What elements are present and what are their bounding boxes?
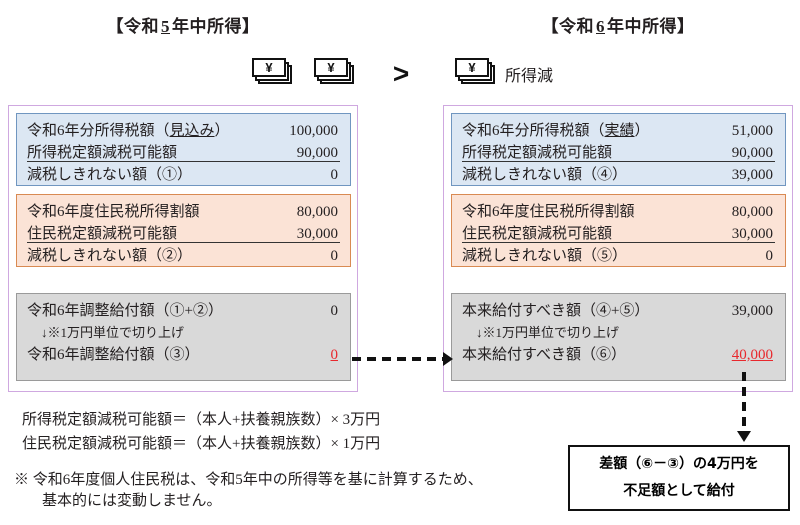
money-stack-icon: ¥ [252,58,292,84]
row-value: 30,000 [731,226,773,242]
row-value: 0 [330,167,339,183]
table-row: 所得税定額減税可能額 90,000 [462,142,775,164]
row-label: 令和6年度住民税所得割額 [462,204,635,220]
right-header-year: 6 [596,17,605,36]
right-resident-tax-box: 令和6年度住民税所得割額 80,000 住民税定額減税可能額 30,000 減税… [451,194,786,267]
yen-symbol-icon: ¥ [327,60,335,75]
table-row: 令和6年度住民税所得割額 80,000 [27,201,340,223]
callout-line-2: 不足額として給付 [623,483,735,499]
left-money-icons: ¥¥ [252,58,376,94]
right-income-tax-box: 令和6年分所得税額（実績） 51,000 所得税定額減税可能額 90,000 減… [451,113,786,186]
row-label: 令和6年分所得税額（見込み） [27,123,230,139]
roundup-note: ↓※1万円単位で切り上げ [27,322,340,344]
left-header-pre: 【令和 [106,17,159,36]
right-money-icons: ¥ [455,58,495,94]
right-adjustment-box: 本来給付すべき額（④+⑤） 39,000 ↓※1万円単位で切り上げ 本来給付すべ… [451,293,786,381]
vertical-dashed-arrow [737,372,751,442]
row-label: 令和6年度住民税所得割額 [27,204,200,220]
row-label: 減税しきれない額（④） [462,167,628,183]
row-label: 住民税定額減税可能額 [462,226,613,242]
row-value: 39,000 [731,167,773,183]
right-header-post: 年中所得】 [607,17,695,36]
footnote: ※ 令和6年度個人住民税は、令和5年中の所得等を基に計算するため、 基本的には変… [14,468,483,510]
footnote-line-2: 基本的には変動しません。 [42,493,222,509]
row-value: 0 [765,248,774,264]
formula-resident-tax: 住民税定額減税可能額＝（本人+扶養親族数）× 1万円 [22,436,381,452]
row-label: 減税しきれない額（②） [27,248,193,264]
row-value: 100,000 [289,123,338,139]
table-row: 減税しきれない額（④） 39,000 [462,164,775,186]
table-row: 本来給付すべき額（④+⑤） 39,000 [462,300,775,322]
row-value-highlight: 40,000 [731,347,773,363]
row-label: 所得税定額減税可能額 [27,145,178,161]
row-value: 90,000 [296,145,338,161]
greater-than-sign: > [392,58,410,89]
row-label: 減税しきれない額（①） [27,167,193,183]
table-row: 本来給付すべき額（⑥） 40,000 [462,344,775,366]
yen-symbol-icon: ¥ [468,60,476,75]
row-label: 本来給付すべき額（④+⑤） [462,303,650,319]
formula-income-tax: 所得税定額減税可能額＝（本人+扶養親族数）× 3万円 [22,412,381,428]
row-label: 本来給付すべき額（⑥） [462,347,626,363]
left-header-year: 5 [161,17,170,36]
horizontal-dashed-arrow [352,352,453,366]
table-row: 令和6年分所得税額（見込み） 100,000 [27,120,340,142]
row-label: 令和6年調整給付額（③） [27,347,200,363]
row-value: 51,000 [731,123,773,139]
arrow-head-icon [737,431,751,442]
income-decrease-label: 所得減 [505,68,554,85]
left-income-tax-box: 令和6年分所得税額（見込み） 100,000 所得税定額減税可能額 90,000… [16,113,351,186]
arrow-head-icon [443,352,453,366]
left-header-post: 年中所得】 [172,17,260,36]
left-resident-tax-box: 令和6年度住民税所得割額 80,000 住民税定額減税可能額 30,000 減税… [16,194,351,267]
table-row: 所得税定額減税可能額 90,000 [27,142,340,164]
table-row: 住民税定額減税可能額 30,000 [462,223,775,245]
roundup-note: ↓※1万円単位で切り上げ [462,322,775,344]
row-value: 0 [330,248,339,264]
table-row: 減税しきれない額（②） 0 [27,245,340,267]
footnote-line-1: ※ 令和6年度個人住民税は、令和5年中の所得等を基に計算するため、 [14,472,483,488]
row-label: 住民税定額減税可能額 [27,226,178,242]
table-row: 令和6年度住民税所得割額 80,000 [462,201,775,223]
row-value-highlight: 0 [330,347,339,363]
table-row: 令和6年調整給付額（①+②） 0 [27,300,340,322]
row-label: ↓※1万円単位で切り上げ [41,325,185,340]
table-row: 減税しきれない額（①） 0 [27,164,340,186]
row-label: 減税しきれない額（⑤） [462,248,628,264]
table-row: 住民税定額減税可能額 30,000 [27,223,340,245]
row-value: 30,000 [296,226,338,242]
yen-symbol-icon: ¥ [265,60,273,75]
row-value: 39,000 [731,303,773,319]
row-label: 令和6年分所得税額（実績） [462,123,650,139]
left-adjustment-box: 令和6年調整給付額（①+②） 0 ↓※1万円単位で切り上げ 令和6年調整給付額（… [16,293,351,381]
callout-line-1: 差額（⑥－③）の4万円を [599,456,759,472]
right-header-pre: 【令和 [541,17,594,36]
row-label: 令和6年調整給付額（①+②） [27,303,223,319]
row-value: 80,000 [296,204,338,220]
row-label: 所得税定額減税可能額 [462,145,613,161]
row-value: 0 [330,303,339,319]
table-row: 減税しきれない額（⑤） 0 [462,245,775,267]
table-row: 令和6年分所得税額（実績） 51,000 [462,120,775,142]
left-panel: 令和6年分所得税額（見込み） 100,000 所得税定額減税可能額 90,000… [8,105,358,392]
table-row: 令和6年調整給付額（③） 0 [27,344,340,366]
money-stack-icon: ¥ [314,58,354,84]
row-label: ↓※1万円単位で切り上げ [476,325,620,340]
row-value: 80,000 [731,204,773,220]
right-panel: 令和6年分所得税額（実績） 51,000 所得税定額減税可能額 90,000 減… [443,105,793,392]
result-callout: 差額（⑥－③）の4万円を 不足額として給付 [568,445,790,511]
row-value: 90,000 [731,145,773,161]
money-stack-icon: ¥ [455,58,495,84]
